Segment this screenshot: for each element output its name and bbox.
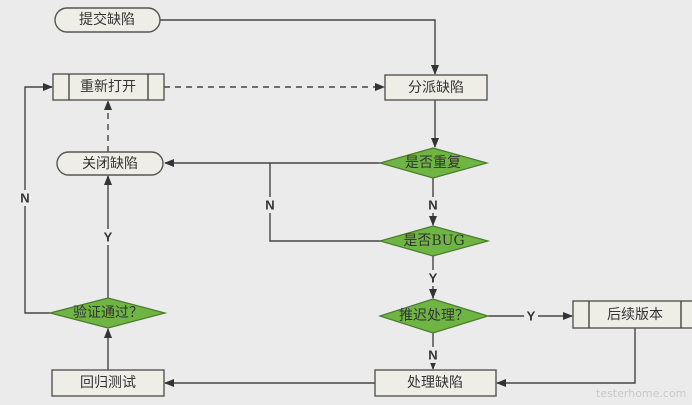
node-label: 是否BUG — [403, 233, 464, 249]
node-label: 推迟处理？ — [399, 308, 469, 324]
node-label: 后续版本 — [607, 306, 663, 323]
decision-duplicate: 是否重复 — [377, 147, 490, 179]
label-n: N — [428, 198, 437, 213]
label-n: N — [428, 348, 437, 363]
node-label: 验证通过？ — [73, 305, 143, 321]
decision-is-bug: 是否BUG — [377, 225, 491, 257]
node-handle: 处理缺陷 — [374, 369, 497, 397]
node-label: 回归测试 — [80, 374, 136, 391]
node-label: 分派缺陷 — [408, 80, 464, 96]
decision-verify: 验证通过？ — [47, 297, 168, 329]
node-label: 处理缺陷 — [407, 375, 463, 391]
label-y: Y — [104, 230, 113, 245]
node-label: 提交缺陷 — [79, 11, 135, 28]
watermark: testerhome.com — [596, 387, 686, 400]
node-regression: 回归测试 — [51, 369, 165, 397]
edge-notbug-close — [269, 163, 380, 242]
label-n: N — [20, 191, 29, 206]
node-close: 关闭缺陷 — [56, 151, 164, 176]
node-reopen: 重新打开 — [52, 73, 165, 101]
decision-defer: 推迟处理？ — [378, 298, 491, 334]
node-label: 关闭缺陷 — [82, 156, 138, 172]
label-y: Y — [429, 271, 438, 286]
node-label: 是否重复 — [405, 154, 461, 171]
label-y: Y — [527, 309, 536, 324]
node-label: 重新打开 — [80, 78, 136, 95]
label-n: N — [265, 198, 274, 213]
edge-submit-assign — [160, 19, 439, 75]
node-later-version: 后续版本 — [572, 300, 692, 329]
edge-labels: N N Y Y N Y N — [18, 190, 538, 363]
node-assign: 分派缺陷 — [384, 74, 488, 101]
node-submit: 提交缺陷 — [54, 7, 161, 33]
edge-later-handle — [496, 328, 636, 387]
